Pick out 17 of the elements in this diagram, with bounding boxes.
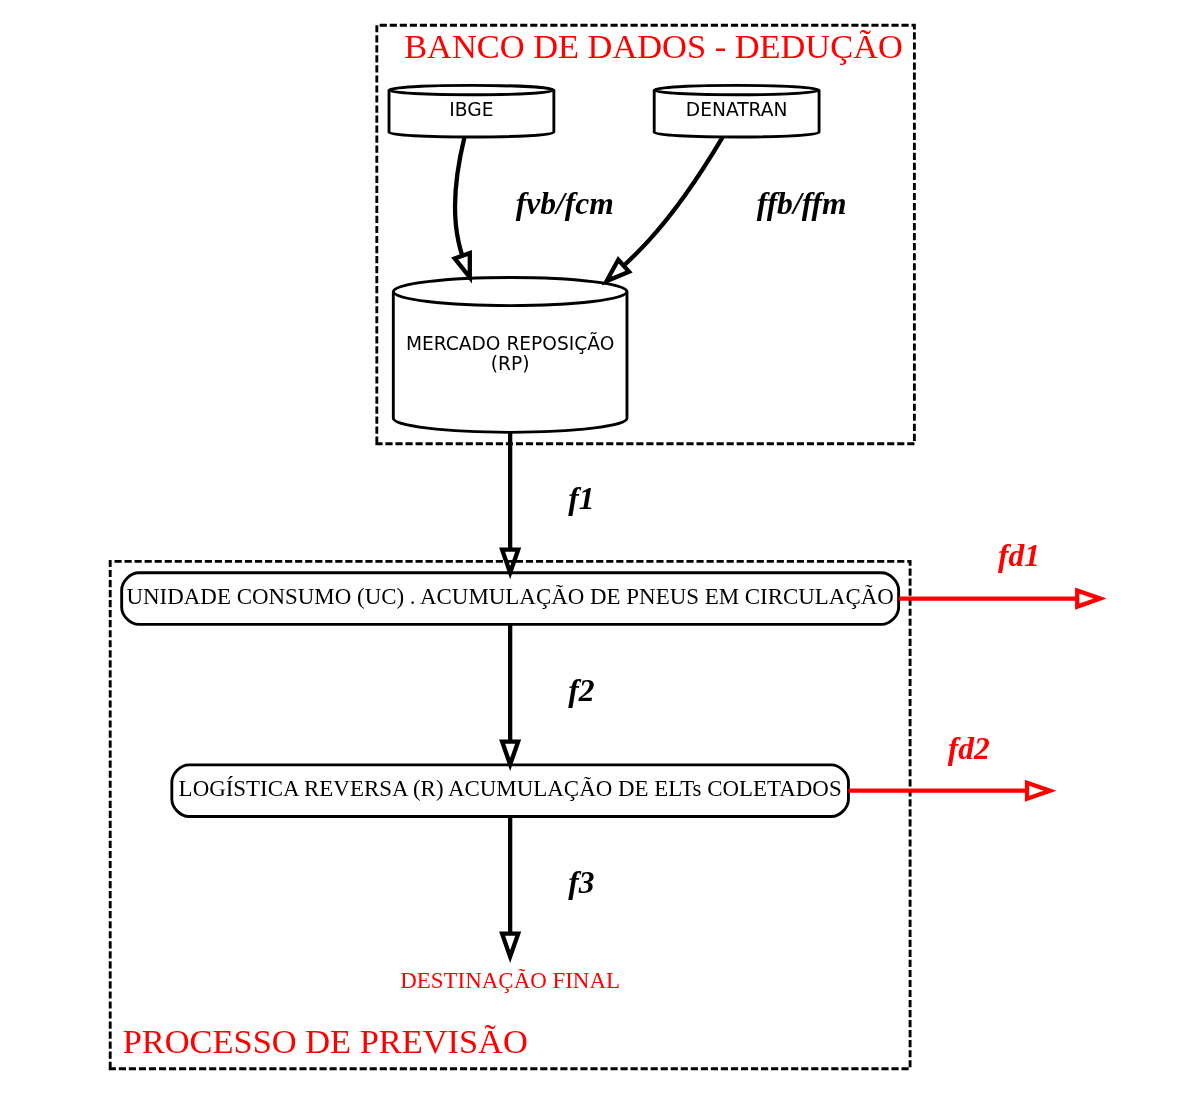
edge-label: fvb/fcm (515, 185, 614, 221)
edge-label: f1 (567, 481, 594, 517)
arrow (450, 136, 472, 284)
arrow (848, 779, 1056, 802)
arrow (498, 624, 521, 772)
edge-label: fd2 (947, 730, 990, 766)
edge-label: f2 (567, 673, 594, 709)
arrow (498, 816, 521, 964)
node-box: LOGÍSTICA REVERSA (R) ACUMULAÇÃO DE ELTs COLETADOS (169, 763, 850, 818)
arrow (498, 432, 521, 580)
node-box: UNIDADE CONSUMO (UC) . ACUMULAÇÃO DE PNEUS EM CIRCULAÇÃO (119, 571, 900, 626)
edge-label: fd1 (997, 538, 1040, 574)
arrow (898, 587, 1107, 610)
edge-label: f3 (567, 865, 594, 901)
edge-label: ffb/ffm (756, 185, 847, 221)
arrow (601, 136, 724, 286)
node-text: DESTINAÇÃO FINAL (399, 968, 620, 994)
